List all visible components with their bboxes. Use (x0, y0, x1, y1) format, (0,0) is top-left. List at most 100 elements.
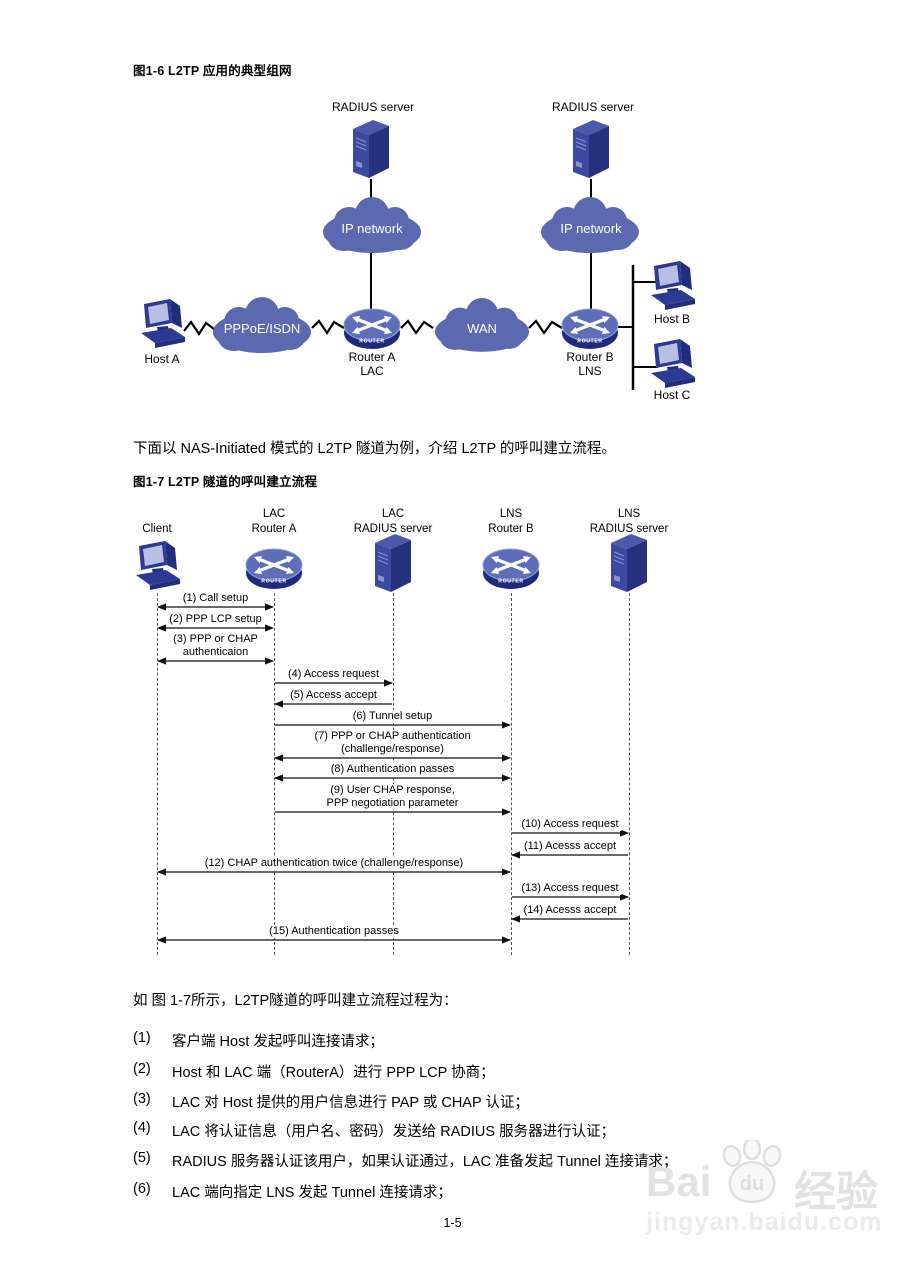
sequence-arrowhead (511, 915, 520, 923)
sequence-message-label: (8) Authentication passes (327, 763, 458, 776)
lns-radius-server-icon (610, 533, 648, 593)
sequence-message-label: (14) Acesss accept (520, 904, 620, 917)
flow-item-number: (1) (133, 1030, 151, 1046)
column-header-text: LNS (617, 508, 641, 520)
figure-1-6-caption: 图1-6 L2TP 应用的典型组网 (133, 64, 292, 78)
router-a-role-label: LAC (360, 364, 384, 378)
flow-heading: 如 图 1-7所示，L2TP隧道的呼叫建立流程过程为： (133, 993, 458, 1009)
client-computer-icon (136, 541, 180, 590)
host-b-icon (651, 261, 695, 310)
host-b-label: Host B (654, 312, 690, 326)
flow-item-text: RADIUS 服务器认证该用户，如果认证通过，LAC 准备发起 Tunnel 连… (172, 1154, 678, 1170)
sequence-message-label: (10) Access request (518, 818, 622, 831)
wan-label: WAN (467, 321, 497, 336)
sequence-arrowhead (511, 851, 520, 859)
watermark-jingyan-text: 经验 (794, 1168, 879, 1215)
sequence-message-label: (15) Authentication passes (266, 925, 402, 938)
flow-item-text: LAC 端向指定 LNS 发起 Tunnel 连接请求； (172, 1185, 452, 1201)
sequence-message-label: (11) Acesss accept (520, 840, 620, 853)
sequence-message-label: (7) PPP or CHAP authentication(challenge… (311, 730, 474, 756)
column-header-text: LNS (499, 508, 523, 520)
page-number: 1-5 (443, 1216, 462, 1230)
sequence-arrowhead (274, 700, 283, 708)
sequence-message-label: (1) Call setup (179, 592, 252, 605)
sequence-arrowhead (502, 754, 511, 762)
sequence-message-label: (9) User CHAP response,PPP negotiation p… (323, 784, 462, 810)
router-b-role-label: LNS (578, 364, 601, 378)
watermark-baidu-text: Bai (646, 1158, 712, 1205)
sequence-arrowhead (502, 808, 511, 816)
router-a-label: Router A (349, 350, 396, 364)
figure-1-7-diagram: Client LAC Router A LAC RADIUS server LN… (120, 505, 720, 965)
sequence-arrowhead (384, 679, 393, 687)
router-a-icon (342, 307, 402, 351)
figure-1-6-diagram: IP network IP network PPPoE/ISDN WAN RAD… (141, 100, 695, 402)
host-a-label: Host A (144, 352, 179, 366)
column-header-text: LAC (381, 508, 405, 520)
radius-server-label-right: RADIUS server (552, 100, 634, 114)
sequence-arrowhead (502, 721, 511, 729)
pppoe-isdn-label: PPPoE/ISDN (224, 321, 301, 336)
sequence-message-label: (6) Tunnel setup (349, 710, 436, 723)
sequence-arrowhead (274, 774, 283, 782)
flow-item-number: (6) (133, 1181, 151, 1197)
radius-server-icon-left (352, 119, 390, 179)
watermark-du-text: du (740, 1173, 764, 1195)
column-header-lac-router: LAC Router A (214, 505, 334, 537)
lifeline-client (157, 593, 158, 955)
sequence-message-label: (2) PPP LCP setup (166, 613, 265, 626)
sequence-message-label: (12) CHAP authentication twice (challeng… (201, 857, 467, 870)
sequence-message-label: (4) Access request (284, 668, 383, 681)
figure-1-7-caption: 图1-7 L2TP 隧道的呼叫建立流程 (133, 475, 318, 489)
flow-item-text: Host 和 LAC 端（RouterA）进行 PPP LCP 协商； (172, 1065, 495, 1081)
sequence-arrowhead (265, 603, 274, 611)
lifeline-lns-radius (629, 593, 630, 955)
column-header-text: Client (142, 523, 172, 535)
ip-network-label-left: IP network (341, 221, 403, 236)
sequence-message-label: (5) Access accept (287, 689, 380, 702)
lac-router-icon (245, 547, 303, 591)
column-header-client: Client (97, 505, 217, 537)
lac-radius-server-icon (374, 533, 412, 593)
column-header-lns-router: LNS Router B (451, 505, 571, 537)
flow-item-number: (4) (133, 1120, 151, 1136)
sequence-arrowhead (157, 657, 166, 665)
flow-item-number: (2) (133, 1061, 151, 1077)
host-c-label: Host C (654, 388, 691, 402)
flow-item-text: 客户端 Host 发起呼叫连接请求； (172, 1034, 384, 1050)
flow-item-number: (3) (133, 1091, 151, 1107)
lifeline-lac-router (274, 593, 275, 955)
lifeline-lns-router (511, 593, 512, 955)
ip-network-label-right: IP network (560, 221, 622, 236)
flow-item-text: LAC 对 Host 提供的用户信息进行 PAP 或 CHAP 认证； (172, 1095, 529, 1111)
watermark-paw-icon: du (722, 1140, 782, 1204)
sequence-message-label: (13) Access request (518, 882, 622, 895)
host-a-icon (141, 299, 185, 348)
sequence-arrowhead (157, 936, 166, 944)
column-header-text: RADIUS server (353, 523, 433, 535)
column-header-text: RADIUS server (589, 523, 669, 535)
topology-links (183, 179, 658, 390)
sequence-arrowhead (265, 624, 274, 632)
sequence-arrowhead (157, 868, 166, 876)
host-c-icon (651, 339, 695, 388)
router-b-icon (560, 307, 620, 351)
watermark-url: jingyan.baidu.com (646, 1208, 883, 1236)
sequence-arrowhead (502, 868, 511, 876)
intro-paragraph: 下面以 NAS-Initiated 模式的 L2TP 隧道为例，介绍 L2TP … (133, 441, 616, 457)
sequence-arrowhead (157, 624, 166, 632)
flow-item-number: (5) (133, 1150, 151, 1166)
column-header-text: LAC (262, 508, 286, 520)
radius-server-label-left: RADIUS server (332, 100, 414, 114)
sequence-arrowhead (157, 603, 166, 611)
sequence-arrowhead (274, 754, 283, 762)
router-b-label: Router B (566, 350, 613, 364)
lns-router-icon (482, 547, 540, 591)
column-header-lns-radius: LNS RADIUS server (569, 505, 689, 537)
column-header-lac-radius: LAC RADIUS server (333, 505, 453, 537)
column-header-text: Router B (488, 523, 534, 535)
sequence-arrowhead (265, 657, 274, 665)
sequence-arrowhead (502, 936, 511, 944)
